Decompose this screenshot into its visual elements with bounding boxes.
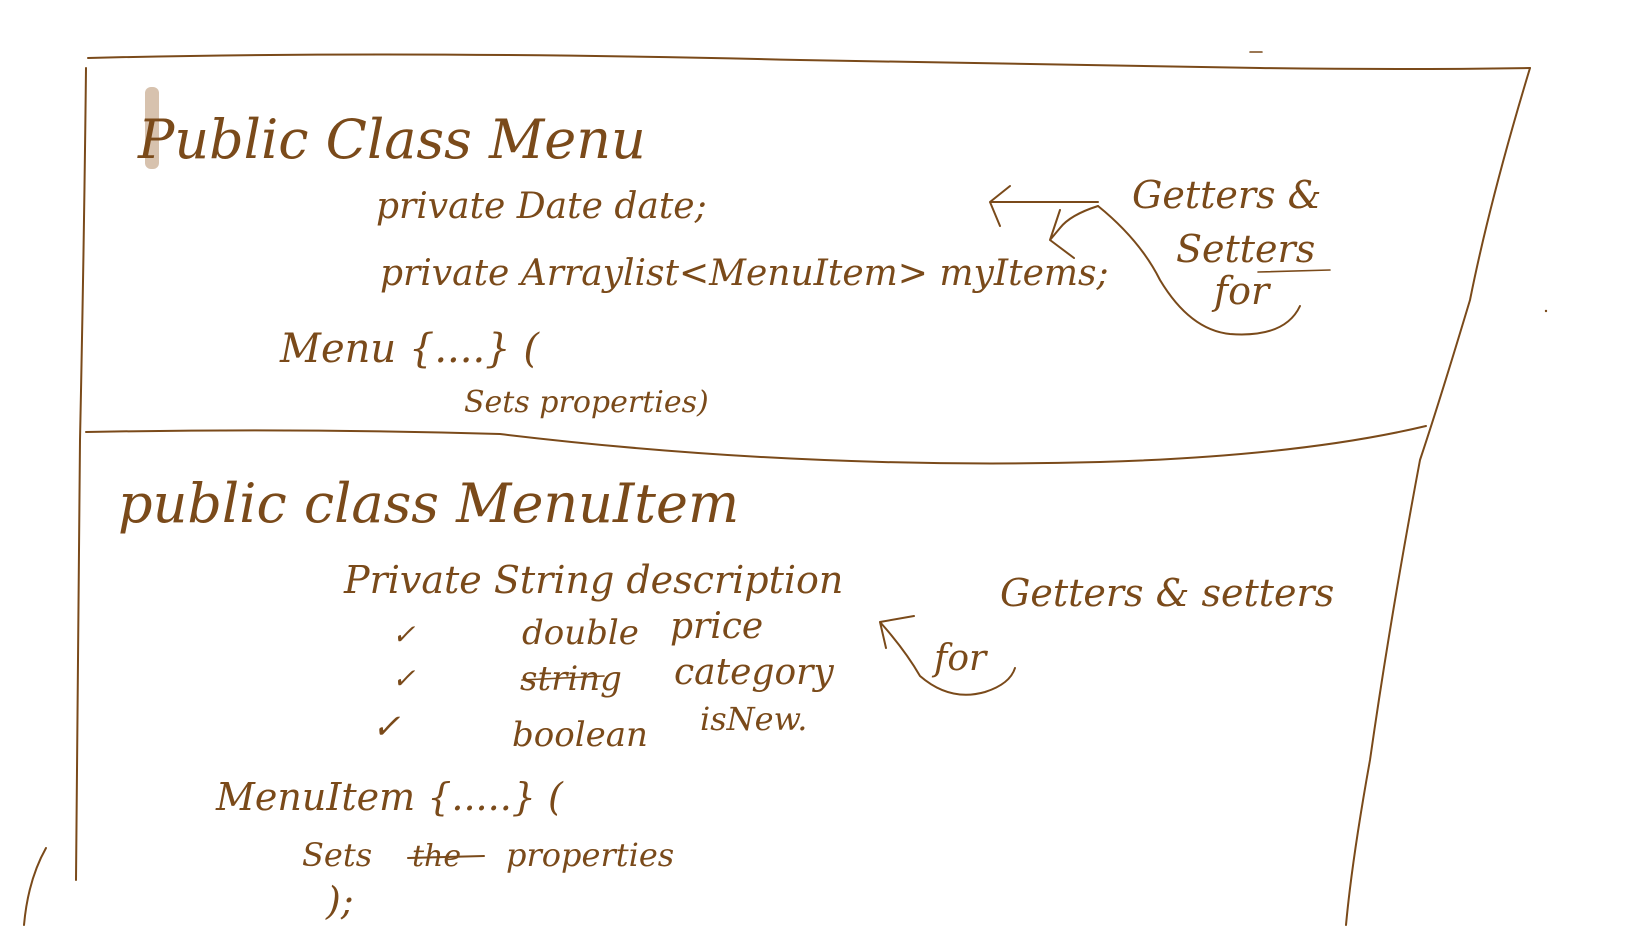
menu-setters-underline xyxy=(1257,269,1331,273)
left-border-line xyxy=(75,67,87,881)
menuitem-note-suffix: properties xyxy=(506,836,674,874)
menu-class-header: Public Class Menu xyxy=(137,108,646,171)
menuitem-arrow-to-fields xyxy=(879,615,1016,696)
menu-field-items: private Arraylist<MenuItem> myItems; xyxy=(380,253,1109,294)
menuitem-constructor-end: ); xyxy=(325,879,354,923)
cursor-highlight xyxy=(145,87,159,169)
right-border-line xyxy=(1345,67,1531,926)
menu-field-date: private Date date; xyxy=(376,186,707,227)
menuitem-side-note-line1: Getters & setters xyxy=(1000,571,1334,615)
menu-arrow-to-items xyxy=(1049,205,1099,259)
menuitem-name-1: price xyxy=(670,606,763,647)
menu-constructor-note: Sets properties) xyxy=(464,385,709,420)
menu-arrow-to-date xyxy=(989,185,1099,227)
left-bracket-curve xyxy=(23,847,47,926)
menuitem-name-2: category xyxy=(674,652,834,693)
menu-constructor: Menu {....} ( xyxy=(279,326,540,372)
menuitem-field-description: Private String description xyxy=(343,558,843,602)
menu-side-note-line3: for xyxy=(1211,269,1272,313)
menuitem-type-2-strike xyxy=(521,675,605,681)
menuitem-name-3: isNew. xyxy=(700,700,807,738)
menu-side-note-line1: Getters & xyxy=(1132,173,1321,217)
middle-divider-line xyxy=(85,425,1427,465)
menuitem-type-3: boolean xyxy=(512,715,648,755)
menuitem-type-1: double xyxy=(522,613,639,653)
menuitem-note-prefix: Sets xyxy=(302,836,372,874)
menuitem-check-2: ✓ xyxy=(392,662,416,695)
menuitem-class-section: public class MenuItem Private String des… xyxy=(118,472,1334,923)
menuitem-note-strikethrough xyxy=(407,855,485,859)
diagram-frame xyxy=(23,51,1548,926)
menu-for-swoop xyxy=(1097,205,1301,336)
stray-dot xyxy=(1544,309,1548,313)
top-border-line xyxy=(87,53,1531,70)
menuitem-constructor: MenuItem {.....} ( xyxy=(215,775,564,819)
menu-class-section: Public Class Menu private Date date; pri… xyxy=(137,87,1331,420)
menuitem-check-1: ✓ xyxy=(392,618,416,651)
menuitem-check-3: ✓ xyxy=(372,707,401,747)
menuitem-side-note-line2: for xyxy=(931,638,988,679)
menuitem-class-header: public class MenuItem xyxy=(118,472,739,535)
menu-side-note-line2: Setters xyxy=(1176,227,1315,271)
